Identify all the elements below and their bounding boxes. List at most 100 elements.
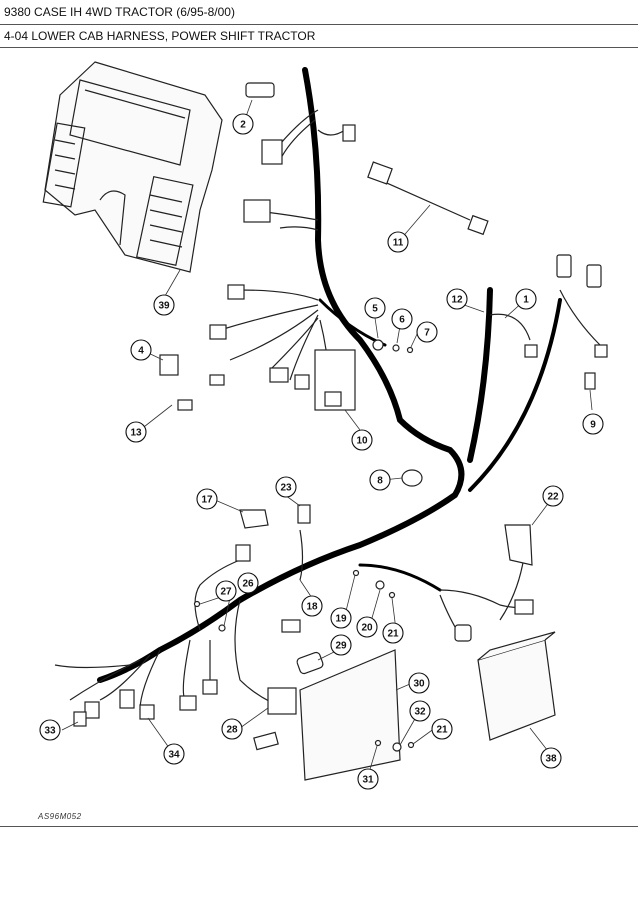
connector-13 <box>177 399 193 411</box>
callout-circle <box>330 634 352 656</box>
callout-circle <box>369 469 391 491</box>
callout-32: 32 <box>409 700 431 722</box>
callout-circle <box>540 747 562 769</box>
callout-11: 11 <box>387 231 409 253</box>
callout-number: 13 <box>130 428 142 439</box>
callout-30: 30 <box>408 672 430 694</box>
connector <box>594 344 608 358</box>
callout-number: 12 <box>451 295 463 306</box>
connector-33 <box>73 711 87 727</box>
callout-number: 23 <box>280 483 292 494</box>
callout-number: 26 <box>242 579 254 590</box>
relay <box>324 391 342 407</box>
connector-11 <box>367 161 393 185</box>
callout-circle <box>221 718 243 740</box>
callout-8: 8 <box>369 469 391 491</box>
callout-number: 34 <box>168 750 180 761</box>
callout-circle <box>232 113 254 135</box>
connector <box>261 139 283 165</box>
connector-2 <box>245 82 275 98</box>
callout-5: 5 <box>364 297 386 319</box>
callout-1: 1 <box>515 288 537 310</box>
connector-1 <box>556 254 572 278</box>
callout-number: 31 <box>362 775 374 786</box>
callout-18: 18 <box>301 595 323 617</box>
callout-number: 2 <box>240 120 246 131</box>
page-title: 9380 CASE IH 4WD TRACTOR (6/95-8/00) <box>4 5 235 19</box>
dashboard-panel <box>42 61 223 273</box>
callout-circle <box>387 231 409 253</box>
callout-circle <box>515 288 537 310</box>
callout-circle <box>39 719 61 741</box>
callout-circle <box>330 607 352 629</box>
callout-17: 17 <box>196 488 218 510</box>
callout-19: 19 <box>330 607 352 629</box>
callout-4: 4 <box>130 339 152 361</box>
clamp-20 <box>375 580 385 590</box>
callout-34: 34 <box>163 743 185 765</box>
callout-circle <box>301 595 323 617</box>
clamp-5 <box>372 339 384 351</box>
connector <box>235 544 251 562</box>
callout-6: 6 <box>391 308 413 330</box>
controller-38 <box>477 639 556 741</box>
connector <box>202 679 218 695</box>
nut-32 <box>392 742 402 752</box>
washer-7 <box>406 346 414 354</box>
callout-number: 32 <box>414 707 426 718</box>
callout-number: 21 <box>436 725 448 736</box>
callout-circle <box>356 616 378 638</box>
callout-20: 20 <box>356 616 378 638</box>
callout-number: 21 <box>387 629 399 640</box>
connector <box>84 701 100 719</box>
callout-circle <box>391 308 413 330</box>
part-29 <box>296 651 324 675</box>
callout-circle <box>416 321 438 343</box>
callout-number: 27 <box>220 587 232 598</box>
callout-22: 22 <box>542 485 564 507</box>
relay-28 <box>267 687 297 715</box>
callout-circle <box>446 288 468 310</box>
clamp-26 <box>218 624 226 632</box>
panel-30 <box>299 649 401 781</box>
callout-circle <box>163 743 185 765</box>
module-22 <box>504 524 533 566</box>
callout-7: 7 <box>416 321 438 343</box>
callout-number: 19 <box>335 614 347 625</box>
switch-4 <box>159 354 179 376</box>
screw-18 <box>352 569 360 577</box>
callout-circle <box>409 700 431 722</box>
header-divider <box>0 47 638 48</box>
callout-number: 4 <box>138 346 144 357</box>
connector <box>119 689 135 709</box>
connector <box>179 695 197 711</box>
callout-10: 10 <box>351 429 373 451</box>
callout-number: 7 <box>424 328 430 339</box>
callout-number: 22 <box>547 492 559 503</box>
connector <box>209 374 225 386</box>
callout-number: 30 <box>413 679 425 690</box>
callout-number: 28 <box>226 725 238 736</box>
callout-number: 10 <box>356 436 368 447</box>
callout-12: 12 <box>446 288 468 310</box>
callout-number: 29 <box>335 641 347 652</box>
connector <box>243 199 271 223</box>
connector <box>209 324 227 340</box>
callout-number: 17 <box>201 495 213 506</box>
part-8 <box>401 469 423 487</box>
part-9 <box>584 372 596 390</box>
connector <box>454 624 472 642</box>
callout-28: 28 <box>221 718 243 740</box>
callout-circle <box>130 339 152 361</box>
callout-circle <box>215 580 237 602</box>
callout-9: 9 <box>582 413 604 435</box>
callout-circle <box>542 485 564 507</box>
nut-6 <box>392 344 400 352</box>
connector <box>342 124 356 142</box>
callout-31: 31 <box>357 768 379 790</box>
callout-29: 29 <box>330 634 352 656</box>
callout-13: 13 <box>125 421 147 443</box>
connector <box>227 284 245 300</box>
callout-number: 38 <box>545 754 557 765</box>
